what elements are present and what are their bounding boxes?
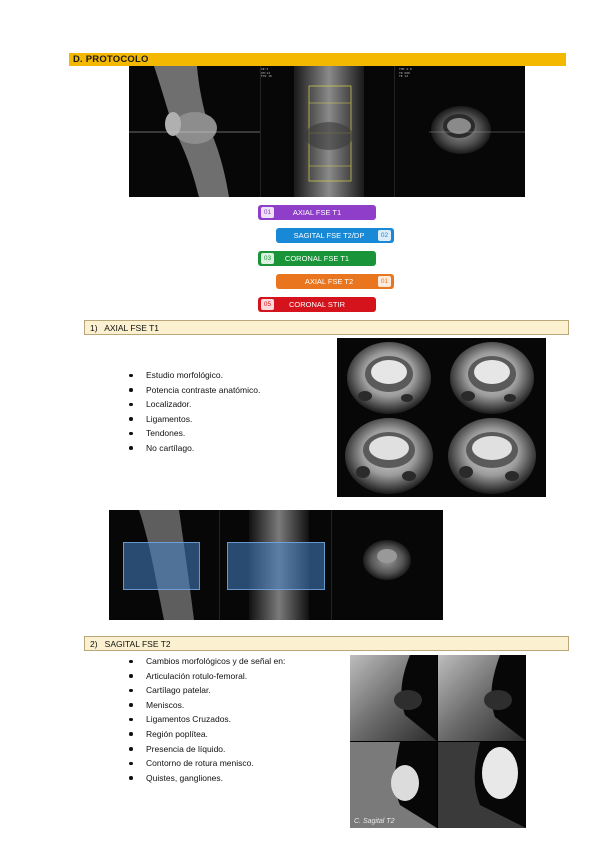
section-1-header: 1) AXIAL FSE T1 [84, 320, 569, 335]
list-item: Región poplítea. [126, 727, 346, 742]
section-2-title: SAGITAL FSE T2 [104, 639, 171, 649]
section-2-number: 2) [90, 639, 98, 649]
slice-planning-box-sagittal [123, 542, 200, 590]
step-4-number: 01 [378, 276, 391, 287]
step-5-label: CORONAL STIR [289, 300, 345, 309]
protocol-step-5: 05 CORONAL STIR [258, 297, 376, 312]
list-item: Cartílago patelar. [126, 683, 346, 698]
step-5-number: 05 [261, 299, 274, 310]
list-item: Ligamentos. [126, 412, 326, 427]
section-1-title: AXIAL FSE T1 [104, 323, 159, 333]
scout-figure [129, 66, 525, 197]
section-1-number: 1) [90, 323, 98, 333]
step-2-number: 02 [378, 230, 391, 241]
step-3-label: CORONAL FSE T1 [284, 254, 350, 263]
sagittal-t2-figure [350, 655, 526, 828]
step-1-number: 01 [261, 207, 274, 218]
list-item: Estudio morfológico. [126, 368, 326, 383]
protocol-step-1: 01 AXIAL FSE T1 [258, 205, 376, 220]
protocol-step-2: SAGITAL FSE T2/DP 02 [276, 228, 394, 243]
list-item: Ligamentos Cruzados. [126, 712, 346, 727]
step-2-label: SAGITAL FSE T2/DP [293, 231, 365, 240]
list-item: Articulación rotulo-femoral. [126, 669, 346, 684]
list-item: Cambios morfológicos y de señal en: [126, 654, 346, 669]
section-2-bullet-list: Cambios morfológicos y de señal en: Arti… [126, 654, 346, 785]
list-item: Potencia contraste anatómico. [126, 383, 326, 398]
protocol-step-3: 03 CORONAL FSE T1 [258, 251, 376, 266]
section-1-bullet-list: Estudio morfológico. Potencia contraste … [126, 368, 326, 456]
list-item: Presencia de líquido. [126, 742, 346, 757]
section-2-header: 2) SAGITAL FSE T2 [84, 636, 569, 651]
list-item: Contorno de rotura menisco. [126, 756, 346, 771]
list-item: Quistes, gangliones. [126, 771, 346, 786]
top-scout-images: SE:3 IM:12 FOV 16 THK 4.0 TR 600 TE 12 [129, 66, 525, 197]
step-4-label: AXIAL FSE T2 [304, 277, 354, 286]
scout-overlay-text-2: THK 4.0 TR 600 TE 12 [399, 67, 412, 79]
step-1-label: AXIAL FSE T1 [292, 208, 342, 217]
axial-t1-planning-images [109, 510, 443, 620]
axial-t1-figure [345, 342, 536, 494]
list-item: Meniscos. [126, 698, 346, 713]
list-item: No cartílago. [126, 441, 326, 456]
protocol-step-4: AXIAL FSE T2 01 [276, 274, 394, 289]
sagittal-image-caption: C. Sagital T2 [354, 818, 395, 825]
slice-planning-box-coronal [227, 542, 325, 590]
scout-overlay-text: SE:3 IM:12 FOV 16 [261, 67, 272, 79]
list-item: Localizador. [126, 397, 326, 412]
sagittal-t2-image-grid: C. Sagital T2 [350, 655, 526, 828]
list-item: Tendones. [126, 426, 326, 441]
step-3-number: 03 [261, 253, 274, 264]
section-d-title: D. PROTOCOLO [73, 54, 149, 65]
section-d-header: D. PROTOCOLO [69, 53, 566, 66]
axial-t1-image-grid [337, 338, 546, 497]
